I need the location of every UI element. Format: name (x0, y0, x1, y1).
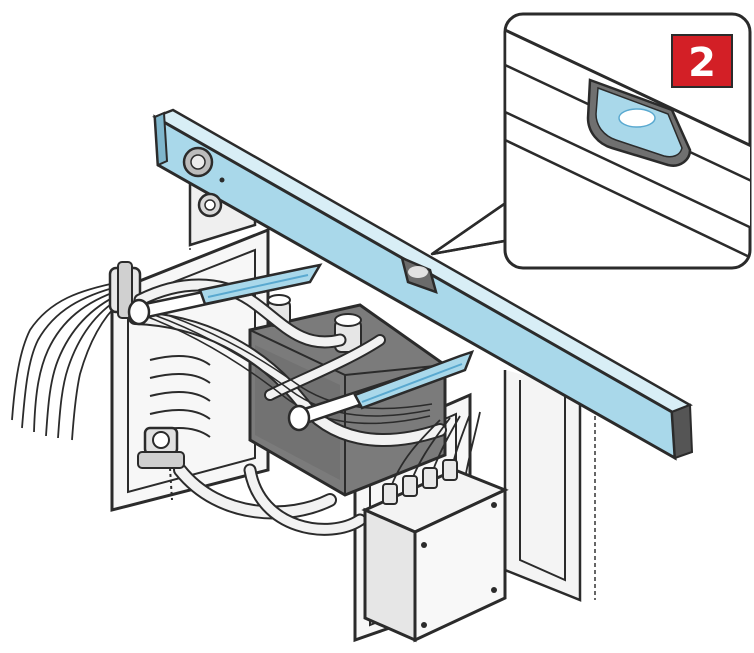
coil-tubes (149, 355, 211, 438)
sensor-probe-icon (287, 349, 475, 432)
sensor-probe-icon (127, 263, 323, 326)
level-mount-knob (197, 192, 223, 218)
bubble-vial-icon (400, 255, 438, 294)
wire-bundle-left (11, 281, 121, 441)
level-vial-vertical (182, 146, 225, 183)
cable-gland (108, 261, 142, 319)
junction-box-icon (361, 459, 509, 643)
internal-pipes (128, 278, 447, 536)
internal-wires (139, 305, 433, 425)
spirit-level-icon (152, 108, 694, 461)
zoom-callout: 2 (503, 12, 752, 270)
step-badge: 2 (671, 34, 733, 88)
bubble-vial-icon (586, 78, 692, 167)
step-number: 2 (688, 40, 716, 86)
callout-pointer (430, 198, 512, 256)
valve-icon (137, 426, 185, 501)
